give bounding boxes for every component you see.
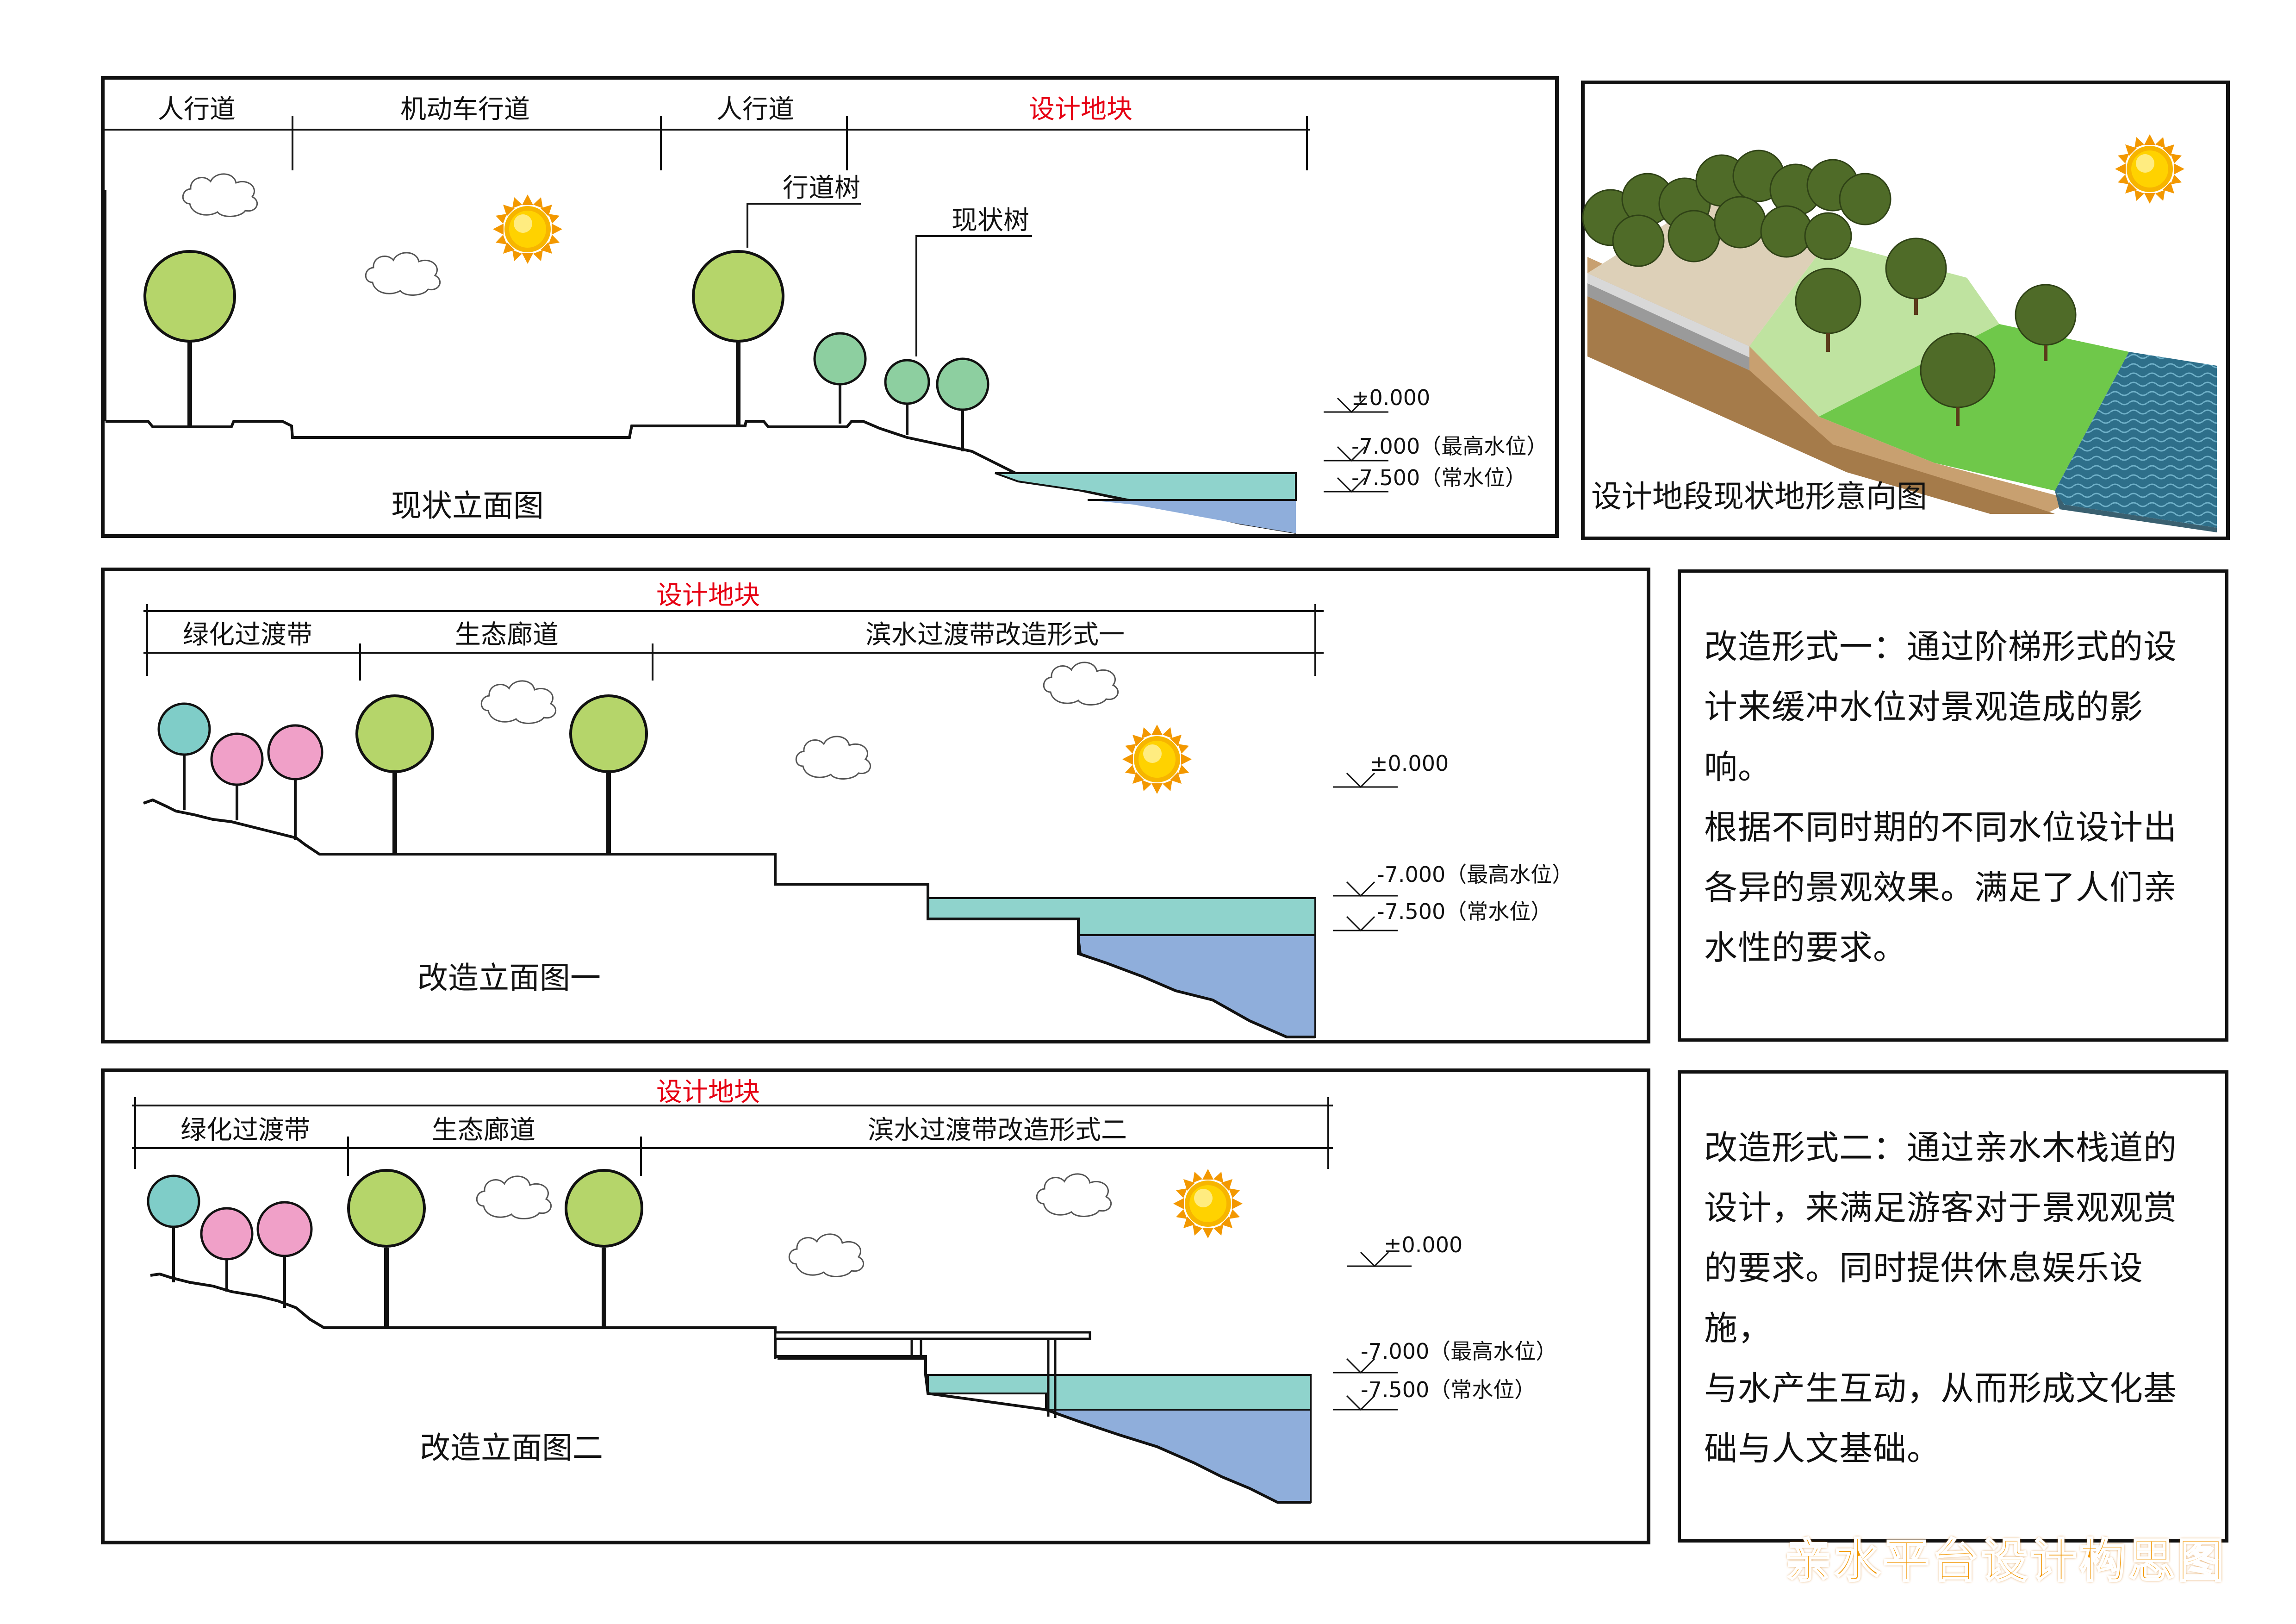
section-green-transition: 绿化过渡带 xyxy=(183,620,312,650)
existing-tree-icon xyxy=(813,332,867,386)
tree-icon xyxy=(256,1201,313,1257)
tree-icon xyxy=(565,1169,643,1248)
description-line: 计来缓冲水位对景观造成的影响。 xyxy=(1704,687,2144,787)
description-line: 础与人文基础。 xyxy=(1704,1429,1941,1468)
description-line: 根据不同时期的不同水位设计出 xyxy=(1704,808,2178,847)
section-sidewalk-2: 人行道 xyxy=(716,94,794,125)
description-line: 与水产生互动，从而形成文化基 xyxy=(1704,1369,2178,1408)
level-normal-water: -7.500（常水位） xyxy=(1351,465,1526,490)
level-high-water: -7.000（最高水位） xyxy=(1351,434,1548,459)
level-zero: ±0.000 xyxy=(1351,385,1430,410)
section-green-transition: 绿化过渡带 xyxy=(180,1115,310,1145)
section-design-plot: 设计地块 xyxy=(1029,94,1132,125)
level-zero: ±0.000 xyxy=(1384,1232,1462,1257)
sun-icon xyxy=(2115,134,2184,204)
tree-icon xyxy=(347,1169,426,1248)
tree-icon xyxy=(200,1207,254,1261)
description-line: 各异的景观效果。满足了人们亲 xyxy=(1704,868,2178,907)
tree-icon xyxy=(143,250,236,343)
panel-title: 改造立面图一 xyxy=(417,960,601,996)
level-normal-water: -7.500（常水位） xyxy=(1377,899,1552,924)
label-street-tree: 行道树 xyxy=(783,173,860,203)
description-line: 设计，来满足游客对于景观观赏 xyxy=(1704,1188,2178,1227)
sun-icon xyxy=(1122,725,1192,794)
panel-3d-title: 设计地段现状地形意向图 xyxy=(1591,479,1927,514)
tree-icon xyxy=(569,694,648,773)
section-sidewalk-1: 人行道 xyxy=(158,94,236,125)
panel-title: 现状立面图 xyxy=(391,488,544,524)
existing-tree-icon xyxy=(884,359,930,405)
panel-title: 改造立面图二 xyxy=(420,1430,603,1466)
section-motor-lane: 机动车行道 xyxy=(400,94,530,125)
label-existing-tree: 现状树 xyxy=(952,206,1029,236)
panel-renovation-one: 设计地块 绿化过渡带 生态廊道 滨水过渡带改造形式一 ±0.000 -7.000… xyxy=(101,568,1650,1043)
level-high-water: -7.000（最高水位） xyxy=(1361,1339,1557,1364)
street-tree-icon xyxy=(692,250,784,343)
sun-icon xyxy=(493,194,562,264)
section-design-plot: 设计地块 xyxy=(656,1077,760,1107)
sun-icon xyxy=(1173,1169,1243,1238)
section-eco-corridor: 生态廊道 xyxy=(455,620,559,650)
panel-3d-terrain: 设计地段现状地形意向图 xyxy=(1581,81,2230,540)
description-line: 改造形式二：通过亲水木栈道的 xyxy=(1704,1128,2178,1167)
description-line: 水性的要求。 xyxy=(1704,928,1907,967)
tree-icon xyxy=(157,702,211,756)
footer-title: 亲水平台设计构思图 xyxy=(1785,1533,2227,1589)
section-design-plot: 设计地块 xyxy=(656,581,760,611)
panel-renovation-two: 设计地块 绿化过渡带 生态廊道 滨水过渡带改造形式二 xyxy=(101,1068,1650,1544)
tree-icon xyxy=(267,724,324,781)
section-waterfront-one: 滨水过渡带改造形式一 xyxy=(865,620,1125,650)
level-high-water: -7.000（最高水位） xyxy=(1377,862,1573,887)
level-normal-water: -7.500（常水位） xyxy=(1361,1377,1536,1402)
section-eco-corridor: 生态廊道 xyxy=(432,1115,535,1145)
description-box-one: 改造形式一：通过阶梯形式的设 计来缓冲水位对景观造成的影响。 根据不同时期的不同… xyxy=(1678,569,2228,1042)
description-box-two: 改造形式二：通过亲水木栈道的 设计，来满足游客对于景观观赏 的要求。同时提供休息… xyxy=(1678,1070,2228,1543)
existing-tree-icon xyxy=(936,357,989,411)
tree-icon xyxy=(355,694,434,773)
description-line: 的要求。同时提供休息娱乐设施， xyxy=(1704,1249,2144,1348)
tree-icon xyxy=(210,732,264,786)
section-waterfront-two: 滨水过渡带改造形式二 xyxy=(868,1115,1127,1145)
tree-icon xyxy=(147,1174,200,1228)
description-line: 改造形式一：通过阶梯形式的设 xyxy=(1704,627,2178,666)
panel-existing-elevation: 人行道 机动车行道 人行道 设计地块 行道树 现状树 ±0.000 xyxy=(101,76,1559,538)
level-zero: ±0.000 xyxy=(1370,751,1449,776)
